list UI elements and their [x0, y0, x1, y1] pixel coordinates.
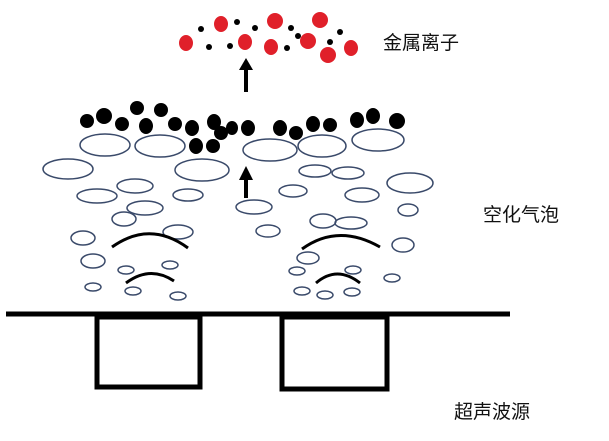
red-ions	[179, 12, 358, 63]
ultrasonic-source-label: 超声波源	[454, 401, 531, 423]
black-ions	[198, 19, 343, 51]
up-arrow-bottom	[239, 166, 253, 198]
cavitation-bubbles-label: 空化气泡	[483, 204, 560, 226]
dark-particle-layer	[80, 101, 405, 154]
metal-ion-cloud	[179, 12, 358, 63]
ultrasonic-source	[6, 311, 510, 392]
ultrasonic-wave-arcs	[111, 232, 381, 285]
metal-ions-label: 金属离子	[383, 32, 460, 54]
up-arrow-top	[239, 58, 253, 92]
cavitation-bubbles	[42, 128, 434, 301]
transducer-left	[94, 314, 203, 390]
transducer-right	[279, 314, 390, 392]
